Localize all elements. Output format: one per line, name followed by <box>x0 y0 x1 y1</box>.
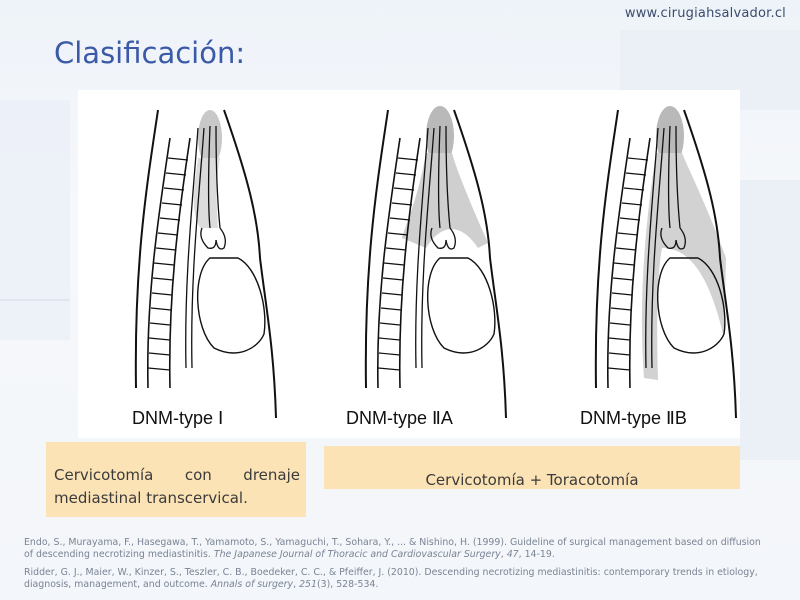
ref2-text: Ridder, G. J., Maier, W., Kinzer, S., Te… <box>24 567 758 590</box>
label-dnm-type-1: DNM-type Ⅰ <box>132 408 224 428</box>
ref1-volume: 47 <box>506 549 519 560</box>
diagram-type-2b <box>594 106 737 419</box>
note-cervicotomy: Cervicotomía con drenaje mediastinal tra… <box>46 442 306 517</box>
reference-2: Ridder, G. J., Maier, W., Kinzer, S., Te… <box>24 567 764 591</box>
ref1-tail: , 14-19. <box>518 549 555 560</box>
note-left-line2: mediastinal transcervical. <box>54 489 248 507</box>
label-dnm-type-2a: DNM-type ⅡA <box>346 408 453 428</box>
diagram-type-2a <box>364 106 507 419</box>
mediastinum-diagrams <box>134 106 737 419</box>
label-dnm-type-2b: DNM-type ⅡB <box>580 408 687 428</box>
ref2-tail: (3), 528-534. <box>316 579 379 590</box>
ref2-journal: Annals of surgery <box>210 579 294 590</box>
references: Endo, S., Murayama, F., Hasegawa, T., Ya… <box>24 537 764 597</box>
ref1-sep: , <box>500 549 507 560</box>
ref2-sep: , <box>293 579 300 590</box>
reference-1: Endo, S., Murayama, F., Hasegawa, T., Ya… <box>24 537 764 561</box>
figure-panel: DNM-type Ⅰ DNM-type ⅡA DNM-type ⅡB <box>78 90 740 438</box>
ref2-volume: 251 <box>299 579 317 590</box>
note-left-line1: Cervicotomía con drenaje <box>54 466 300 484</box>
note-cervicotomy-thoracotomy: Cervicotomía + Toracotomía <box>324 446 740 489</box>
ref1-text: Endo, S., Murayama, F., Hasegawa, T., Ya… <box>24 537 761 560</box>
ref1-journal: The Japanese Journal of Thoracic and Car… <box>213 549 501 560</box>
note-right-text: Cervicotomía + Toracotomía <box>425 471 639 489</box>
site-url[interactable]: www.cirugiahsalvador.cl <box>624 6 786 21</box>
slide-title: Clasificación: <box>54 36 246 70</box>
diagram-type-1 <box>134 109 277 419</box>
